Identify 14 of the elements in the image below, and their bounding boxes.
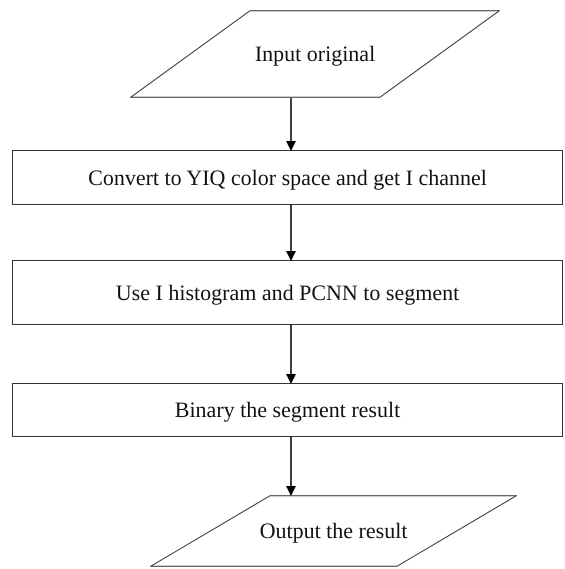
- output-parallelogram: [150, 495, 517, 567]
- arrow: [286, 205, 296, 261]
- process-box: [12, 260, 563, 325]
- arrow: [286, 325, 296, 384]
- process-box: [12, 150, 563, 205]
- step-text: Input original: [254, 40, 376, 68]
- step-text: Output the result: [260, 517, 408, 545]
- input-parallelogram: [130, 10, 500, 98]
- arrow: [286, 437, 296, 496]
- step-text: Convert to YIQ color space and get I channel: [88, 164, 487, 192]
- step-text: Use I histogram and PCNN to segment: [116, 278, 460, 306]
- arrow: [286, 98, 296, 151]
- step-text: Binary the segment result: [174, 396, 400, 424]
- process-box: [12, 383, 563, 437]
